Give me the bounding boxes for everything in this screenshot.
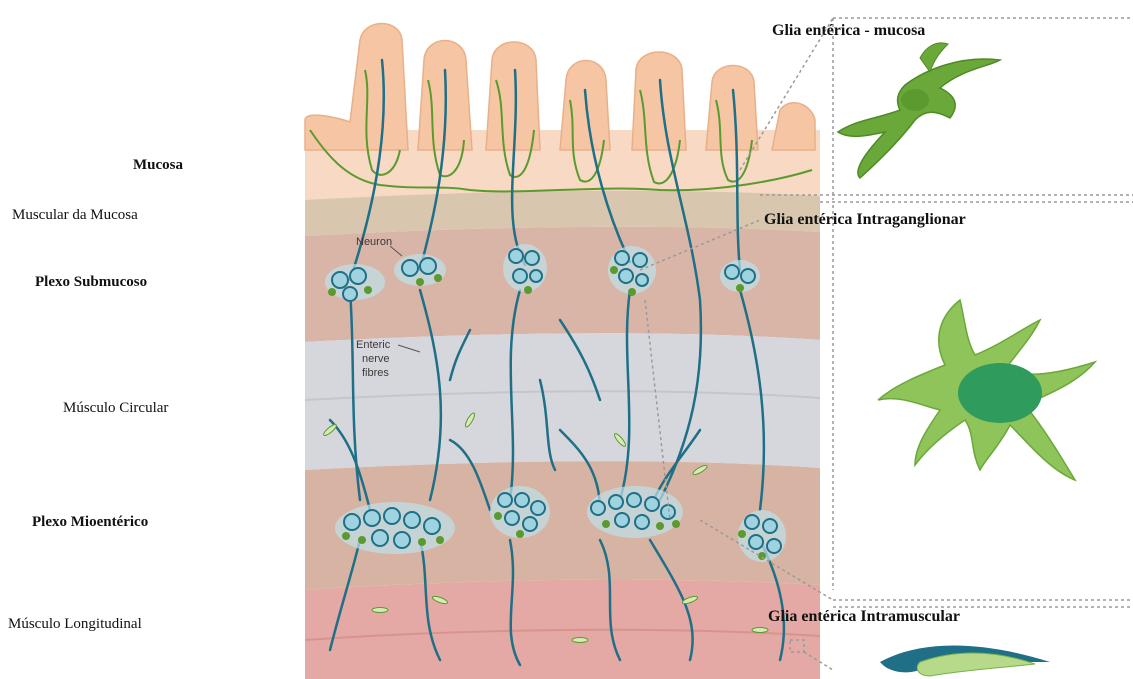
mucosal-glia-nucleus	[901, 89, 929, 111]
mucosal-glia-illustration	[838, 43, 1000, 178]
villus	[560, 61, 610, 151]
title-glia-intraganglionar: Glia entérica Intraganglionar	[764, 211, 966, 229]
villus	[632, 52, 686, 150]
villus	[305, 24, 408, 151]
intramuscular-glia-illustration	[880, 646, 1050, 677]
ganglion	[738, 510, 786, 562]
ganglion	[335, 502, 455, 554]
neuron-label: Neuron	[356, 236, 392, 248]
ganglion	[490, 486, 550, 538]
ganglion	[394, 254, 446, 286]
enteric-label-line3: fibres	[362, 367, 389, 379]
villus	[706, 66, 758, 151]
villus	[486, 42, 540, 150]
mucosal-glia-cell-body	[838, 59, 1000, 178]
enteric-label-line1: Enteric	[356, 339, 391, 351]
enteric-label-line2: nerve	[362, 353, 390, 365]
ganglion	[720, 260, 760, 292]
villus	[772, 103, 815, 150]
intraganglionic-glia-illustration	[878, 300, 1095, 480]
tissue-cross-section	[305, 130, 825, 679]
ganglion	[587, 486, 683, 538]
title-glia-mucosa: Glia entérica - mucosa	[772, 22, 925, 40]
title-glia-intramuscular: Glia entérica Intramuscular	[768, 608, 960, 626]
intraganglionic-glia-nucleus	[958, 363, 1042, 423]
